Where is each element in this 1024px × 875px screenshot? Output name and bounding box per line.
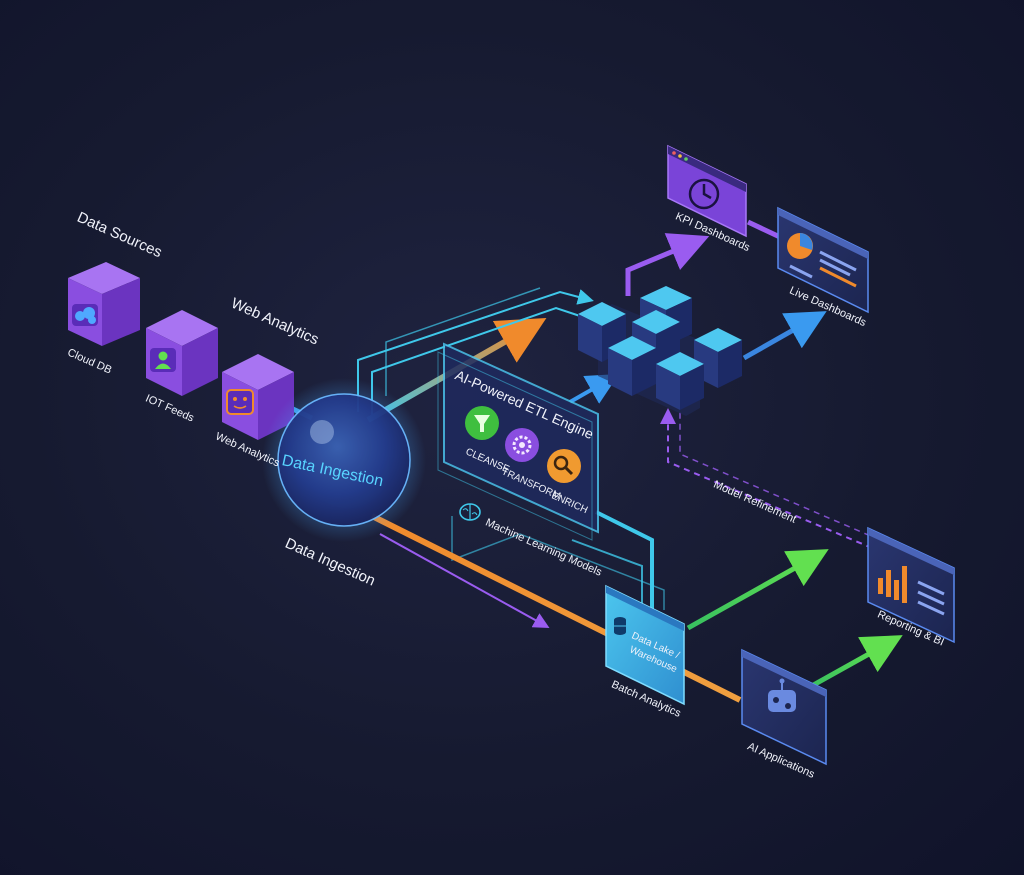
cluster-cube [578,302,626,362]
ingestion-to-ai-apps-arrow [370,513,742,703]
sphere-highlight [310,420,334,444]
cluster-to-live-arrow [742,311,827,361]
gear-icon [505,428,539,462]
clock-icon [688,178,720,210]
processing-cluster [578,286,742,416]
ai-apps-to-reporting-arrow [806,635,903,691]
lake-to-reporting-arrow [686,549,829,631]
data-lake-panel [605,584,685,706]
etl-to-lake-pipe [595,510,654,620]
cluster-to-kpi-arrow [625,233,710,296]
etl-to-lake-pipe-2 [571,539,643,620]
cloud-db-cube [68,262,140,346]
brain-icon [459,503,481,521]
web-analytics-cube [222,354,294,440]
funnel-icon [465,406,499,440]
magnifier-icon [547,449,581,483]
cluster-cube [608,336,656,396]
cluster-cube [656,352,704,410]
ingestion-sphere [277,393,411,527]
ai-apps-panel [741,648,827,766]
bar-chart-icon [878,566,907,603]
etl-to-cluster-arrow [569,374,619,404]
model-refinement-loop [660,408,873,549]
live-dashboard-panel [777,206,869,314]
robot-icon [768,678,796,712]
ingestion-to-lake-arrow [379,533,550,628]
reporting-panel [867,526,955,644]
person-icon [150,348,176,372]
ingestion-pipe-outline [385,287,541,396]
cluster-cube [694,328,742,388]
iot-feeds-cube [146,310,218,396]
kpi-to-live-link [746,219,784,241]
database-icon [614,617,626,635]
etl-engine-panel [437,342,599,541]
kpi-dashboard-panel [667,144,747,238]
cloud-icon [72,304,98,326]
cluster-to-lake-pipe [451,516,665,610]
pie-chart-icon [787,233,813,259]
analytics-icon [226,389,254,415]
